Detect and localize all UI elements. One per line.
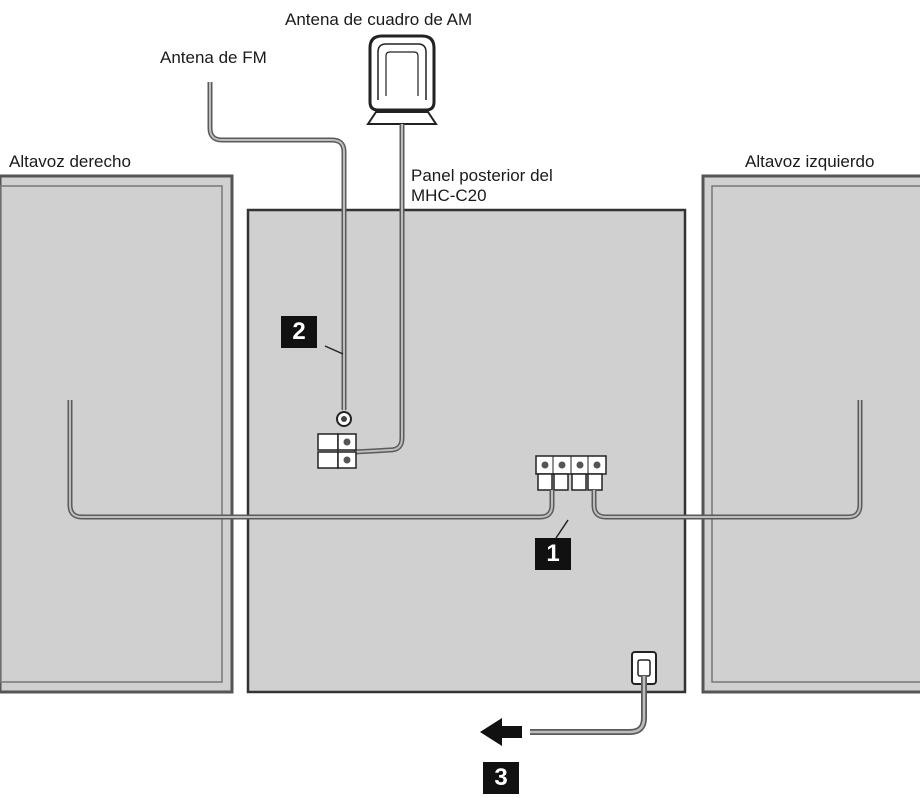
fm-antenna-jack [336, 411, 352, 427]
am-antenna-label: Antena de cuadro de AM [285, 10, 473, 29]
am-antenna-terminals [317, 433, 357, 469]
fm-antenna-label: Antena de FM [160, 48, 267, 67]
step-3-badge: 3 [483, 762, 519, 794]
rear-panel-label-line1: Panel posterior del [411, 166, 553, 185]
left-speaker-label: Altavoz izquierdo [745, 152, 875, 171]
step-1-badge: 1 [535, 538, 571, 570]
left-speaker [701, 174, 920, 694]
right-speaker [0, 174, 234, 694]
rear-panel-label-line2: MHC-C20 [411, 186, 487, 205]
rear-panel [246, 208, 687, 694]
am-loop-antenna-icon [366, 34, 438, 125]
arrow-left-icon [480, 718, 522, 746]
step-2-badge: 2 [281, 316, 317, 348]
right-speaker-label: Altavoz derecho [9, 152, 131, 171]
